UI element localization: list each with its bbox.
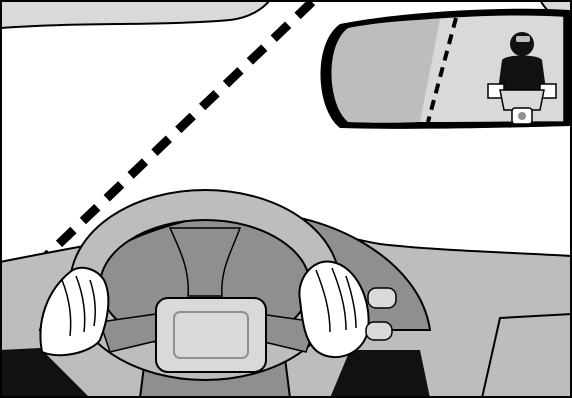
steering-hub <box>156 298 266 372</box>
windshield-top-frame-left <box>0 0 270 28</box>
rear-view-mirror <box>320 9 570 129</box>
